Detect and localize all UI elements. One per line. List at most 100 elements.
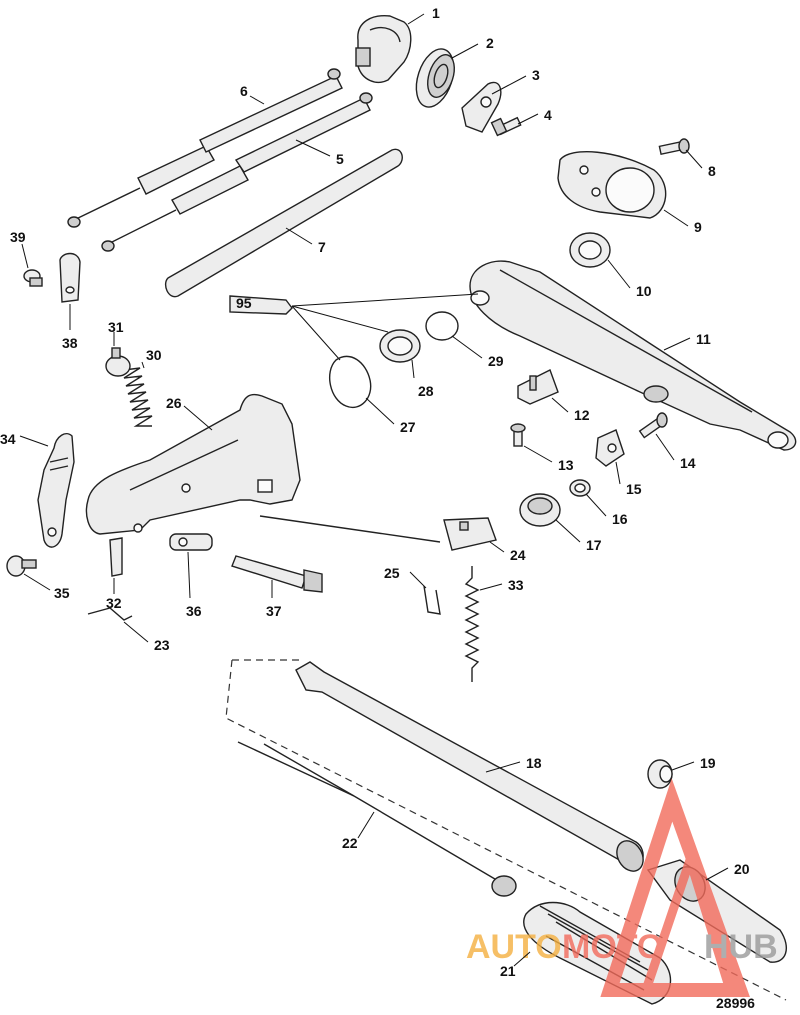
part-13-screw	[510, 423, 526, 447]
callout-leader-1	[407, 13, 425, 25]
sealant-label: 95	[236, 295, 252, 311]
part-1-clamp	[355, 15, 412, 84]
callout-1: 1	[432, 5, 440, 21]
callout-leader-25	[409, 571, 427, 589]
callout-9: 9	[694, 219, 702, 235]
part-6-strut	[67, 68, 343, 228]
part-24-switch	[259, 515, 497, 551]
callout-leader-28	[411, 359, 415, 379]
callout-leader-12	[551, 397, 569, 413]
callout-15: 15	[626, 481, 642, 497]
callout-leader-5	[295, 139, 331, 157]
callout-32: 32	[106, 595, 122, 611]
callout-18: 18	[526, 755, 542, 771]
callout-28: 28	[418, 383, 434, 399]
part-27-o-ring	[328, 355, 372, 409]
watermark-triangle	[600, 778, 750, 997]
callout-35: 35	[54, 585, 70, 601]
callout-leader-39	[21, 243, 29, 269]
callout-leader-23	[123, 621, 149, 643]
part-8-bolt	[658, 138, 690, 156]
callout-29: 29	[488, 353, 504, 369]
watermark-text-moto: MOTO	[562, 928, 663, 966]
callout-14: 14	[680, 455, 696, 471]
callout-leader-20	[705, 867, 729, 881]
callout-12: 12	[574, 407, 590, 423]
part-14-bolt	[638, 412, 668, 439]
callout-leader-10	[607, 259, 631, 289]
part-32-clip	[109, 537, 123, 577]
part-30-spring	[123, 367, 153, 427]
callout-leader-3	[491, 75, 527, 95]
part-16-ring	[569, 479, 591, 497]
part-22-cable	[237, 741, 517, 897]
part-4-screw	[490, 116, 522, 137]
callout-leader-15	[615, 461, 621, 485]
callout-13: 13	[558, 457, 574, 473]
part-9-cover	[557, 151, 667, 219]
part-17-knob	[519, 493, 561, 527]
part-23-spring-clip	[87, 607, 133, 621]
part-18-shaft	[295, 661, 644, 872]
callout-38: 38	[62, 335, 78, 351]
part-36-plate	[169, 533, 213, 551]
callout-leader-19	[671, 761, 695, 771]
callout-26: 26	[166, 395, 182, 411]
callout-leader-34	[19, 435, 49, 447]
callout-leader-8	[685, 149, 703, 169]
callout-10: 10	[636, 283, 652, 299]
callout-leader-21	[513, 951, 531, 967]
callout-leader-9	[663, 209, 689, 227]
callout-leader-35	[23, 573, 51, 591]
callout-leader-6	[249, 95, 265, 105]
callout-23: 23	[154, 637, 170, 653]
part-39-screw	[23, 269, 43, 287]
callout-21: 21	[500, 963, 516, 979]
watermark-triangle-inner	[641, 845, 735, 992]
callout-leader-36	[187, 551, 191, 599]
callout-leader-14	[655, 433, 675, 461]
callout-25: 25	[384, 565, 400, 581]
callout-30: 30	[146, 347, 162, 363]
callout-8: 8	[708, 163, 716, 179]
callout-leader-7	[285, 227, 313, 245]
callout-34: 34	[0, 431, 16, 447]
callout-11: 11	[696, 331, 711, 347]
callout-16: 16	[612, 511, 628, 527]
callout-33: 33	[508, 577, 524, 593]
callout-20: 20	[734, 861, 750, 877]
part-31-clamp	[105, 347, 131, 377]
callout-37: 37	[266, 603, 282, 619]
callout-leader-27	[365, 397, 395, 425]
watermark-text-auto: AUTO	[466, 928, 562, 966]
part-10-grommet	[569, 232, 611, 268]
callout-leader-17	[555, 519, 581, 543]
callout-31: 31	[108, 319, 124, 335]
callout-27: 27	[400, 419, 416, 435]
callout-leader-11	[663, 337, 691, 351]
callout-39: 39	[10, 229, 26, 245]
part-38-clip	[59, 252, 81, 303]
callout-19: 19	[700, 755, 716, 771]
callout-leader-24	[489, 541, 505, 553]
callout-36: 36	[186, 603, 202, 619]
watermark-logo: AUTO MOTO HUB	[466, 778, 778, 997]
callout-17: 17	[586, 537, 602, 553]
watermark-text-hub: HUB	[704, 928, 778, 966]
callout-leader-16	[585, 493, 607, 517]
callout-2: 2	[486, 35, 494, 51]
part-26-bracket	[85, 393, 301, 535]
callout-leader-22	[357, 811, 375, 839]
part-29-ring	[425, 311, 459, 341]
part-5-strut	[101, 92, 373, 252]
callout-6: 6	[240, 83, 248, 99]
figure-number: 28996	[716, 995, 755, 1011]
callout-leader-13	[523, 445, 553, 463]
part-19-collar	[647, 759, 673, 789]
callout-leader-26	[183, 405, 213, 431]
part-12-clip	[517, 369, 559, 405]
part-15-block	[595, 429, 625, 467]
callout-leader-18	[485, 761, 521, 773]
